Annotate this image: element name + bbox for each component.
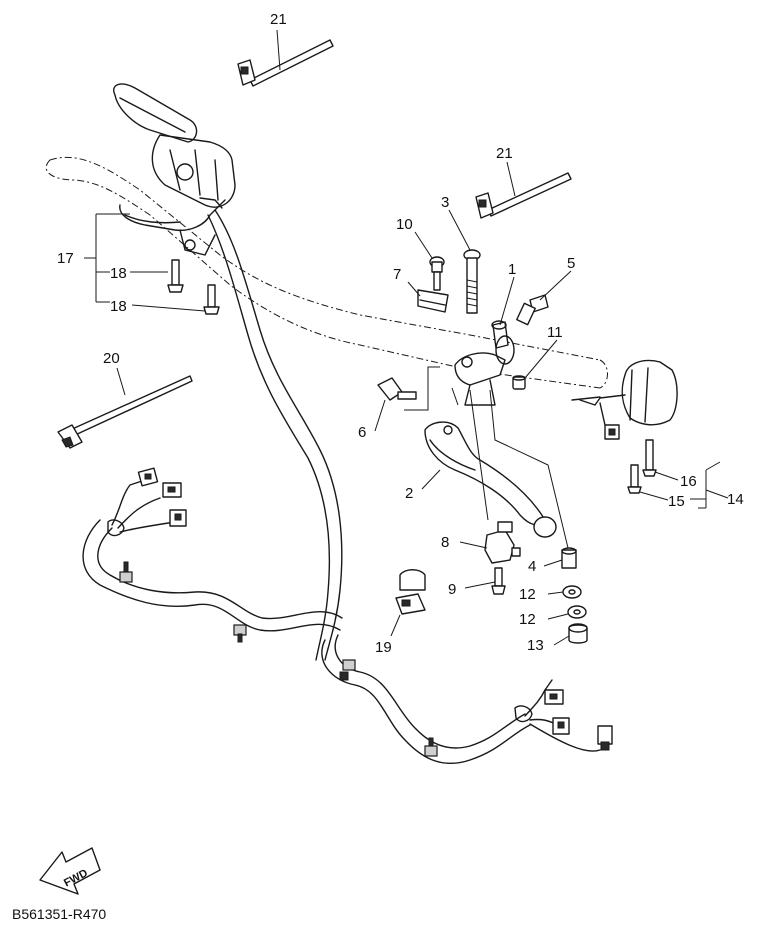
callout-4: 4 — [528, 558, 536, 575]
bolt-3 — [463, 249, 481, 314]
callout-21-top: 21 — [270, 11, 287, 28]
callout-1: 1 — [508, 261, 516, 278]
collar-4 — [561, 547, 577, 569]
callout-10: 10 — [396, 216, 413, 233]
callout-8: 8 — [441, 534, 449, 551]
cable-tie-21-top — [237, 39, 334, 87]
screw-9 — [491, 567, 506, 595]
callout-18-lower: 18 — [110, 298, 127, 315]
strap-20 — [57, 375, 193, 449]
nut-13 — [568, 623, 588, 644]
callout-6: 6 — [358, 424, 366, 441]
callout-19: 19 — [375, 639, 392, 656]
bolt-6 — [377, 377, 417, 401]
callout-21-right: 21 — [496, 145, 513, 162]
clamp-19 — [395, 569, 426, 615]
washer-12-upper — [562, 585, 582, 599]
lever-2 — [424, 421, 557, 538]
washer-12-lower — [567, 605, 587, 619]
callout-20: 20 — [103, 350, 120, 367]
callout-14: 14 — [727, 491, 744, 508]
callout-17: 17 — [57, 250, 74, 267]
callout-9: 9 — [448, 581, 456, 598]
left-cable — [207, 209, 343, 661]
wire-harness-right — [321, 634, 613, 765]
screw-15 — [627, 464, 642, 494]
callout-7: 7 — [393, 266, 401, 283]
right-switch-assembly — [571, 359, 678, 440]
callout-11: 11 — [547, 324, 563, 341]
lever-bracket-1 — [454, 320, 515, 406]
callout-16: 16 — [680, 473, 697, 490]
fwd-arrow: FWD — [39, 847, 101, 895]
callout-2: 2 — [405, 485, 413, 502]
screw-18-lower — [203, 284, 220, 315]
callout-18-upper: 18 — [110, 265, 127, 282]
handlebar-outline — [45, 156, 608, 389]
clip-7 — [417, 289, 449, 313]
screw-16 — [642, 439, 657, 477]
wire-harness-left — [82, 467, 343, 643]
callout-5: 5 — [567, 255, 575, 272]
switch-8 — [484, 521, 521, 564]
callout-15: 15 — [668, 493, 685, 510]
callouts: 21 21 3 10 7 1 5 11 6 2 8 9 4 12 12 13 1… — [57, 11, 744, 656]
callout-12-lower: 12 — [519, 611, 536, 628]
callout-13: 13 — [527, 637, 544, 654]
callout-3: 3 — [441, 194, 449, 211]
callout-12-upper: 12 — [519, 586, 536, 603]
drawing-code: B561351-R470 — [12, 906, 106, 922]
screw-18-upper — [167, 259, 184, 293]
bolt-5 — [516, 294, 549, 326]
bolt-10 — [429, 256, 445, 291]
left-switch-assembly — [113, 83, 236, 256]
cable-tie-21-right — [475, 172, 572, 219]
nut-11 — [512, 375, 526, 390]
leader-lines — [84, 29, 729, 646]
